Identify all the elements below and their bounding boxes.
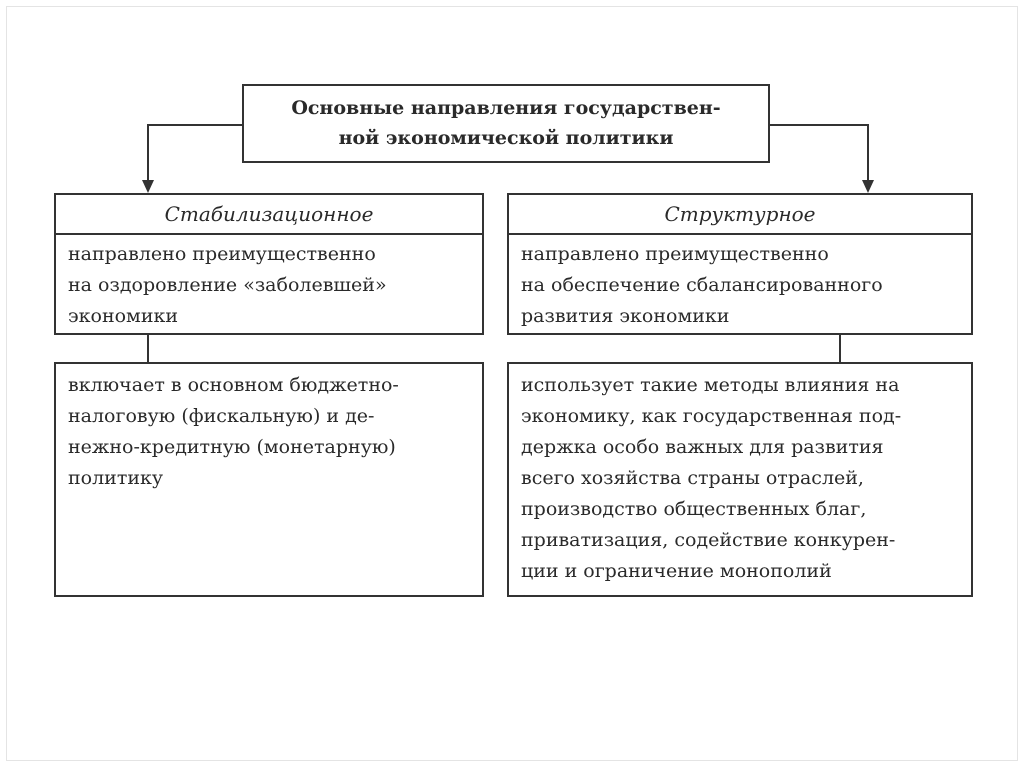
- main-title-box: Основные направления государствен- ной э…: [242, 84, 770, 163]
- structural-methods: использует такие методы влияния на эконо…: [521, 374, 902, 582]
- structural-box: Структурное направлено преимущественно н…: [507, 193, 973, 335]
- structural-header: Структурное: [509, 195, 971, 235]
- slide-frame: [6, 6, 1018, 761]
- arrow-right: [770, 124, 869, 186]
- arrowhead-right: [862, 180, 874, 193]
- stabilization-methods-box: включает в основном бюджетно- налоговую …: [54, 362, 484, 597]
- arrow-left: [147, 124, 242, 186]
- stabilization-description: направлено преимущественно на оздоровлен…: [68, 243, 387, 327]
- stabilization-header: Стабилизационное: [56, 195, 482, 235]
- stabilization-methods: включает в основном бюджетно- налоговую …: [68, 374, 399, 489]
- main-title: Основные направления государствен- ной э…: [291, 97, 721, 149]
- arrowhead-left: [142, 180, 154, 193]
- structural-methods-box: использует такие методы влияния на эконо…: [507, 362, 973, 597]
- structural-description: направлено преимущественно на обеспечени…: [521, 243, 883, 327]
- stabilization-box: Стабилизационное направлено преимуществе…: [54, 193, 484, 335]
